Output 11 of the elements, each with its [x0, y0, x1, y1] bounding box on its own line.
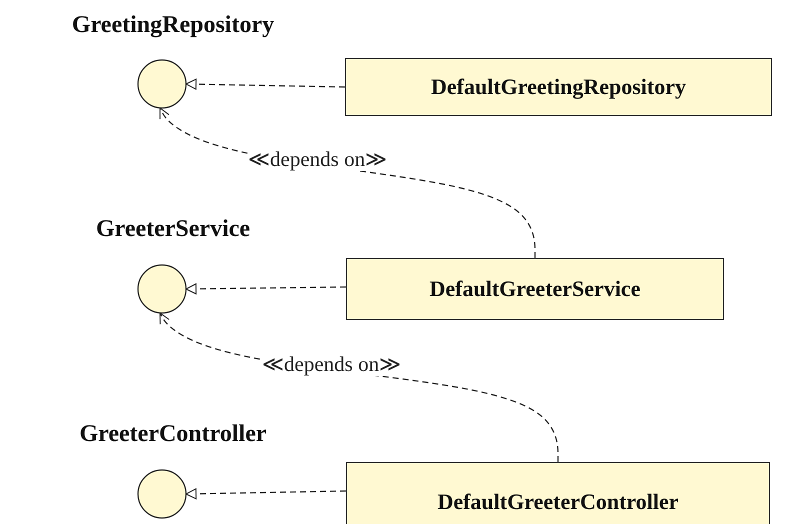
realization-arrow	[186, 283, 346, 294]
interface-name: GreeterController	[78, 421, 268, 448]
edge-label: ≪depends on≫	[248, 148, 388, 172]
class-box: DefaultGreeterService	[346, 258, 724, 320]
interface-name: GreetingRepository	[70, 12, 276, 39]
realization-arrow	[186, 488, 346, 500]
class-box: DefaultGreetingRepository	[345, 58, 772, 116]
class-box: DefaultGreeterController	[346, 462, 770, 524]
edge-label: ≪depends on≫	[262, 353, 402, 376]
realization-arrow	[186, 78, 346, 90]
interface-name: GreeterService	[94, 216, 252, 243]
